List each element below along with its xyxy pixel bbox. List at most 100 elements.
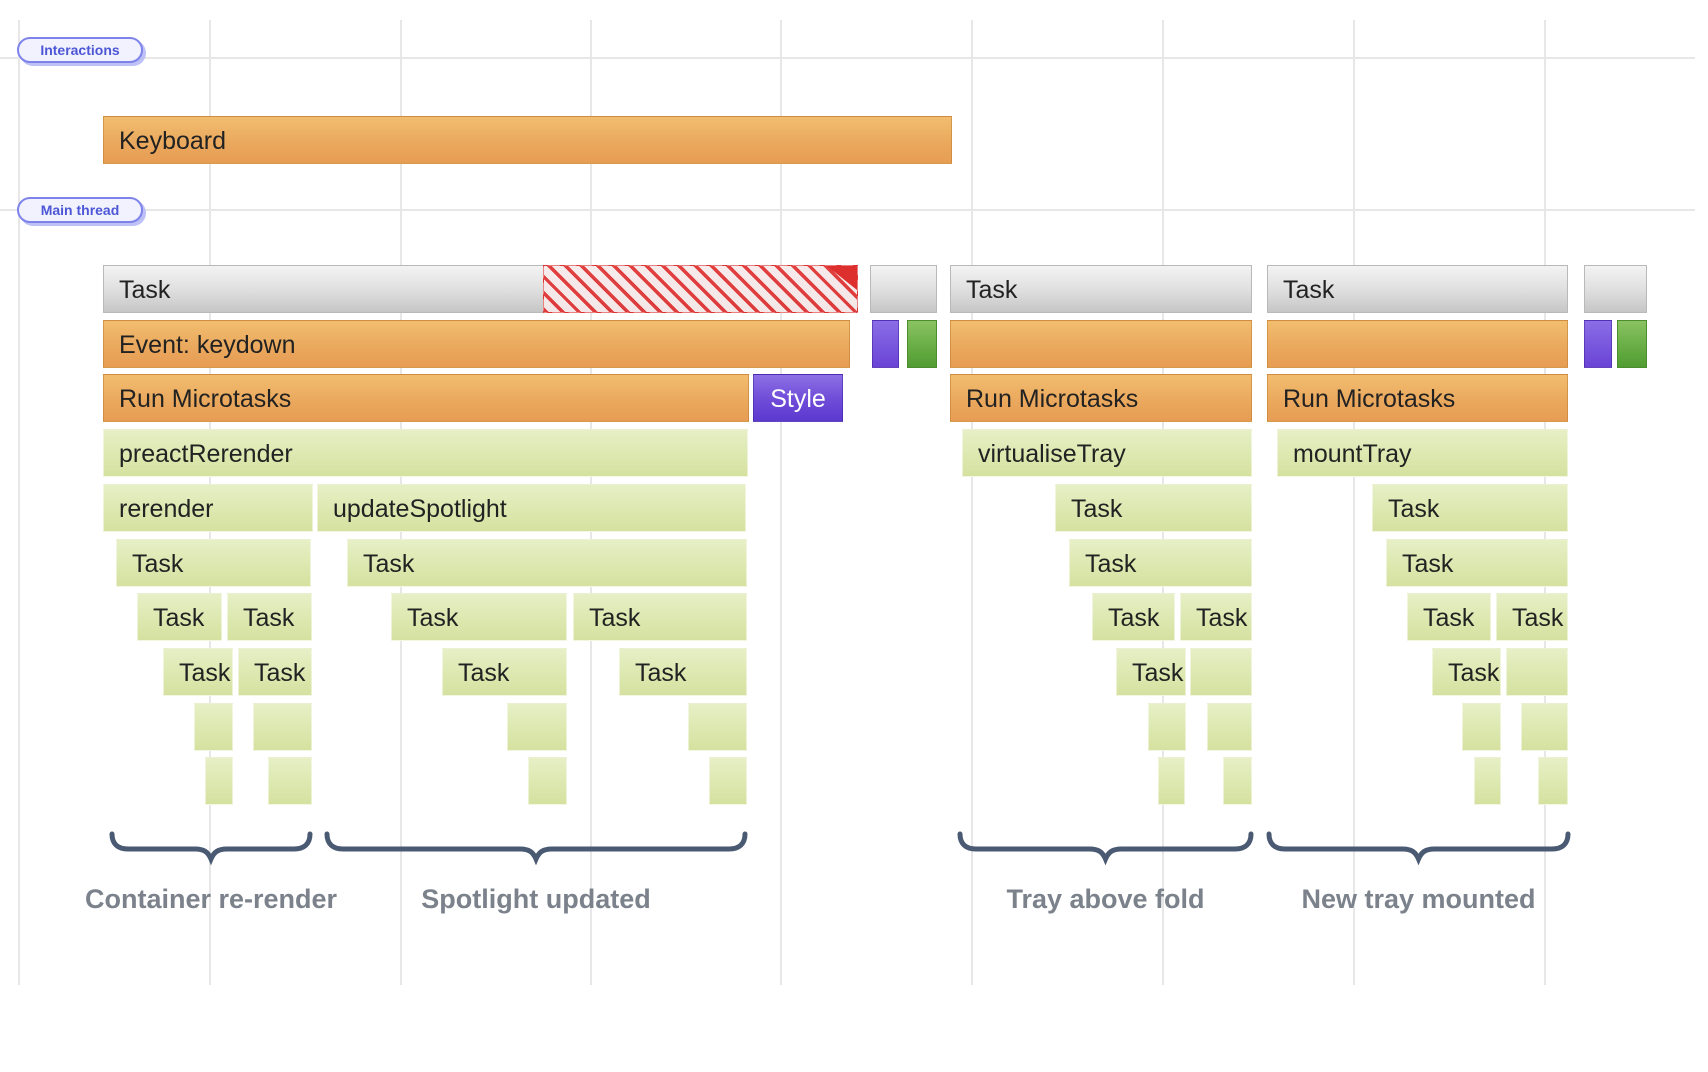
bar-label: Task: [1132, 659, 1184, 687]
flame-bar-green[interactable]: [1538, 757, 1568, 805]
flame-bar-style[interactable]: Style: [753, 374, 843, 422]
flame-bar-green[interactable]: [1474, 757, 1501, 805]
flame-bar-orange[interactable]: [1267, 320, 1568, 368]
bar-label: Task: [1402, 550, 1454, 578]
flame-bar-task[interactable]: Task: [1496, 593, 1568, 641]
bar-label: Run Microtasks: [1283, 385, 1456, 413]
bar-label: rerender: [119, 495, 214, 523]
flame-bar-task[interactable]: Task: [1180, 593, 1252, 641]
bar-label: Task: [635, 659, 687, 687]
flame-bar-gray[interactable]: [870, 265, 937, 313]
gridline-vertical: [1353, 20, 1355, 985]
track-label-interactions[interactable]: Interactions: [17, 37, 143, 63]
flame-bar-task[interactable]: Task: [1092, 593, 1175, 641]
flame-bar-green[interactable]: [1148, 703, 1186, 751]
bar-label: Task: [1108, 604, 1160, 632]
flame-bar-green[interactable]: [1207, 703, 1252, 751]
track-label-main-thread[interactable]: Main thread: [17, 197, 143, 223]
flame-bar-green[interactable]: [205, 757, 233, 805]
flame-bar-task[interactable]: Task: [1069, 539, 1252, 587]
flame-bar-updatespotlight[interactable]: updateSpotlight: [317, 484, 746, 532]
bar-label: Task: [1388, 495, 1440, 523]
flame-bar-task[interactable]: Task: [1055, 484, 1252, 532]
flame-bar-green[interactable]: [688, 703, 747, 751]
flame-bar-task[interactable]: Task: [227, 593, 312, 641]
flame-bar-task[interactable]: Task: [1372, 484, 1568, 532]
flame-bar-task[interactable]: Task: [116, 539, 311, 587]
flame-bar-task[interactable]: Task: [1267, 265, 1568, 313]
bar-label: preactRerender: [119, 440, 293, 468]
flame-bar-preactrerender[interactable]: preactRerender: [103, 429, 748, 477]
bar-label: mountTray: [1293, 440, 1412, 468]
flame-bar-run-microtasks[interactable]: Run Microtasks: [950, 374, 1252, 422]
flame-bar-run-microtasks[interactable]: Run Microtasks: [103, 374, 749, 422]
flame-bar-green[interactable]: [268, 757, 312, 805]
flame-bar-task[interactable]: Task: [442, 648, 567, 696]
flame-bar-rerender[interactable]: rerender: [103, 484, 313, 532]
bar-label: Task: [1448, 659, 1500, 687]
flame-bar-task[interactable]: Task: [1386, 539, 1568, 587]
bar-label: Task: [966, 276, 1018, 304]
bar-label: virtualiseTray: [978, 440, 1126, 468]
flame-bar-green[interactable]: [1521, 703, 1568, 751]
bar-label: Task: [132, 550, 184, 578]
flame-bar-task[interactable]: Task: [163, 648, 233, 696]
flame-bar-green[interactable]: [507, 703, 567, 751]
flame-bar-task[interactable]: Task: [1407, 593, 1491, 641]
bar-label: Task: [179, 659, 231, 687]
bar-label: Task: [458, 659, 510, 687]
flame-bar-orange[interactable]: [950, 320, 1252, 368]
flame-bar-mounttray[interactable]: mountTray: [1277, 429, 1568, 477]
flame-bar-gray[interactable]: [1584, 265, 1647, 313]
annotation-brace: [109, 831, 313, 866]
annotation-label-new-tray-mounted: New tray mounted: [1301, 884, 1536, 914]
flame-bar-keyboard[interactable]: Keyboard: [103, 116, 952, 164]
flame-bar-task[interactable]: Task: [950, 265, 1252, 313]
bar-label: Task: [1423, 604, 1475, 632]
bar-label: Task: [1283, 276, 1335, 304]
annotation-brace: [1266, 831, 1571, 866]
flame-bar-green[interactable]: [1190, 648, 1252, 696]
flame-bar-task[interactable]: Task: [619, 648, 747, 696]
bar-label: Task: [363, 550, 415, 578]
long-task-blocking-overlay[interactable]: [543, 265, 858, 313]
flame-bar-green[interactable]: [528, 757, 567, 805]
flame-bar-purpleblock[interactable]: [872, 320, 899, 368]
flame-bar-green[interactable]: [1462, 703, 1501, 751]
bar-label: Task: [119, 276, 171, 304]
bar-label: Task: [1085, 550, 1137, 578]
flame-bar-task[interactable]: Task: [1116, 648, 1186, 696]
flame-bar-task[interactable]: Task: [238, 648, 312, 696]
flame-bar-virtualisetray[interactable]: virtualiseTray: [962, 429, 1252, 477]
bar-label: Style: [770, 385, 826, 413]
annotation-label-spotlight-updated: Spotlight updated: [421, 884, 651, 914]
flame-bar-green[interactable]: [253, 703, 312, 751]
bar-label: Event: keydown: [119, 331, 296, 359]
annotation-brace: [324, 831, 748, 866]
flame-bar-purpleblock[interactable]: [1584, 320, 1612, 368]
flame-bar-task[interactable]: Task: [391, 593, 567, 641]
flame-bar-run-microtasks[interactable]: Run Microtasks: [1267, 374, 1568, 422]
flame-bar-task[interactable]: Task: [573, 593, 747, 641]
bar-label: Run Microtasks: [966, 385, 1139, 413]
bar-label: Keyboard: [119, 127, 227, 155]
flame-bar-task[interactable]: Task: [137, 593, 222, 641]
flame-bar-green[interactable]: [1506, 648, 1568, 696]
bar-label: Task: [589, 604, 641, 632]
flame-bar-green[interactable]: [1223, 757, 1252, 805]
flame-bar-green[interactable]: [709, 757, 747, 805]
flame-bar-green[interactable]: [194, 703, 233, 751]
blocking-corner-triangle-icon: [827, 266, 857, 290]
flame-bar-task[interactable]: Task: [347, 539, 747, 587]
gridline-vertical: [18, 20, 20, 985]
bar-label: Task: [153, 604, 205, 632]
bar-label: Task: [243, 604, 295, 632]
flame-bar-task[interactable]: Task: [1432, 648, 1501, 696]
bar-label: Task: [254, 659, 306, 687]
flame-bar-greenblock[interactable]: [1617, 320, 1647, 368]
bar-label: Task: [407, 604, 459, 632]
flame-bar-greenblock[interactable]: [907, 320, 937, 368]
flame-bar-event-keydown[interactable]: Event: keydown: [103, 320, 850, 368]
flame-bar-green[interactable]: [1158, 757, 1185, 805]
